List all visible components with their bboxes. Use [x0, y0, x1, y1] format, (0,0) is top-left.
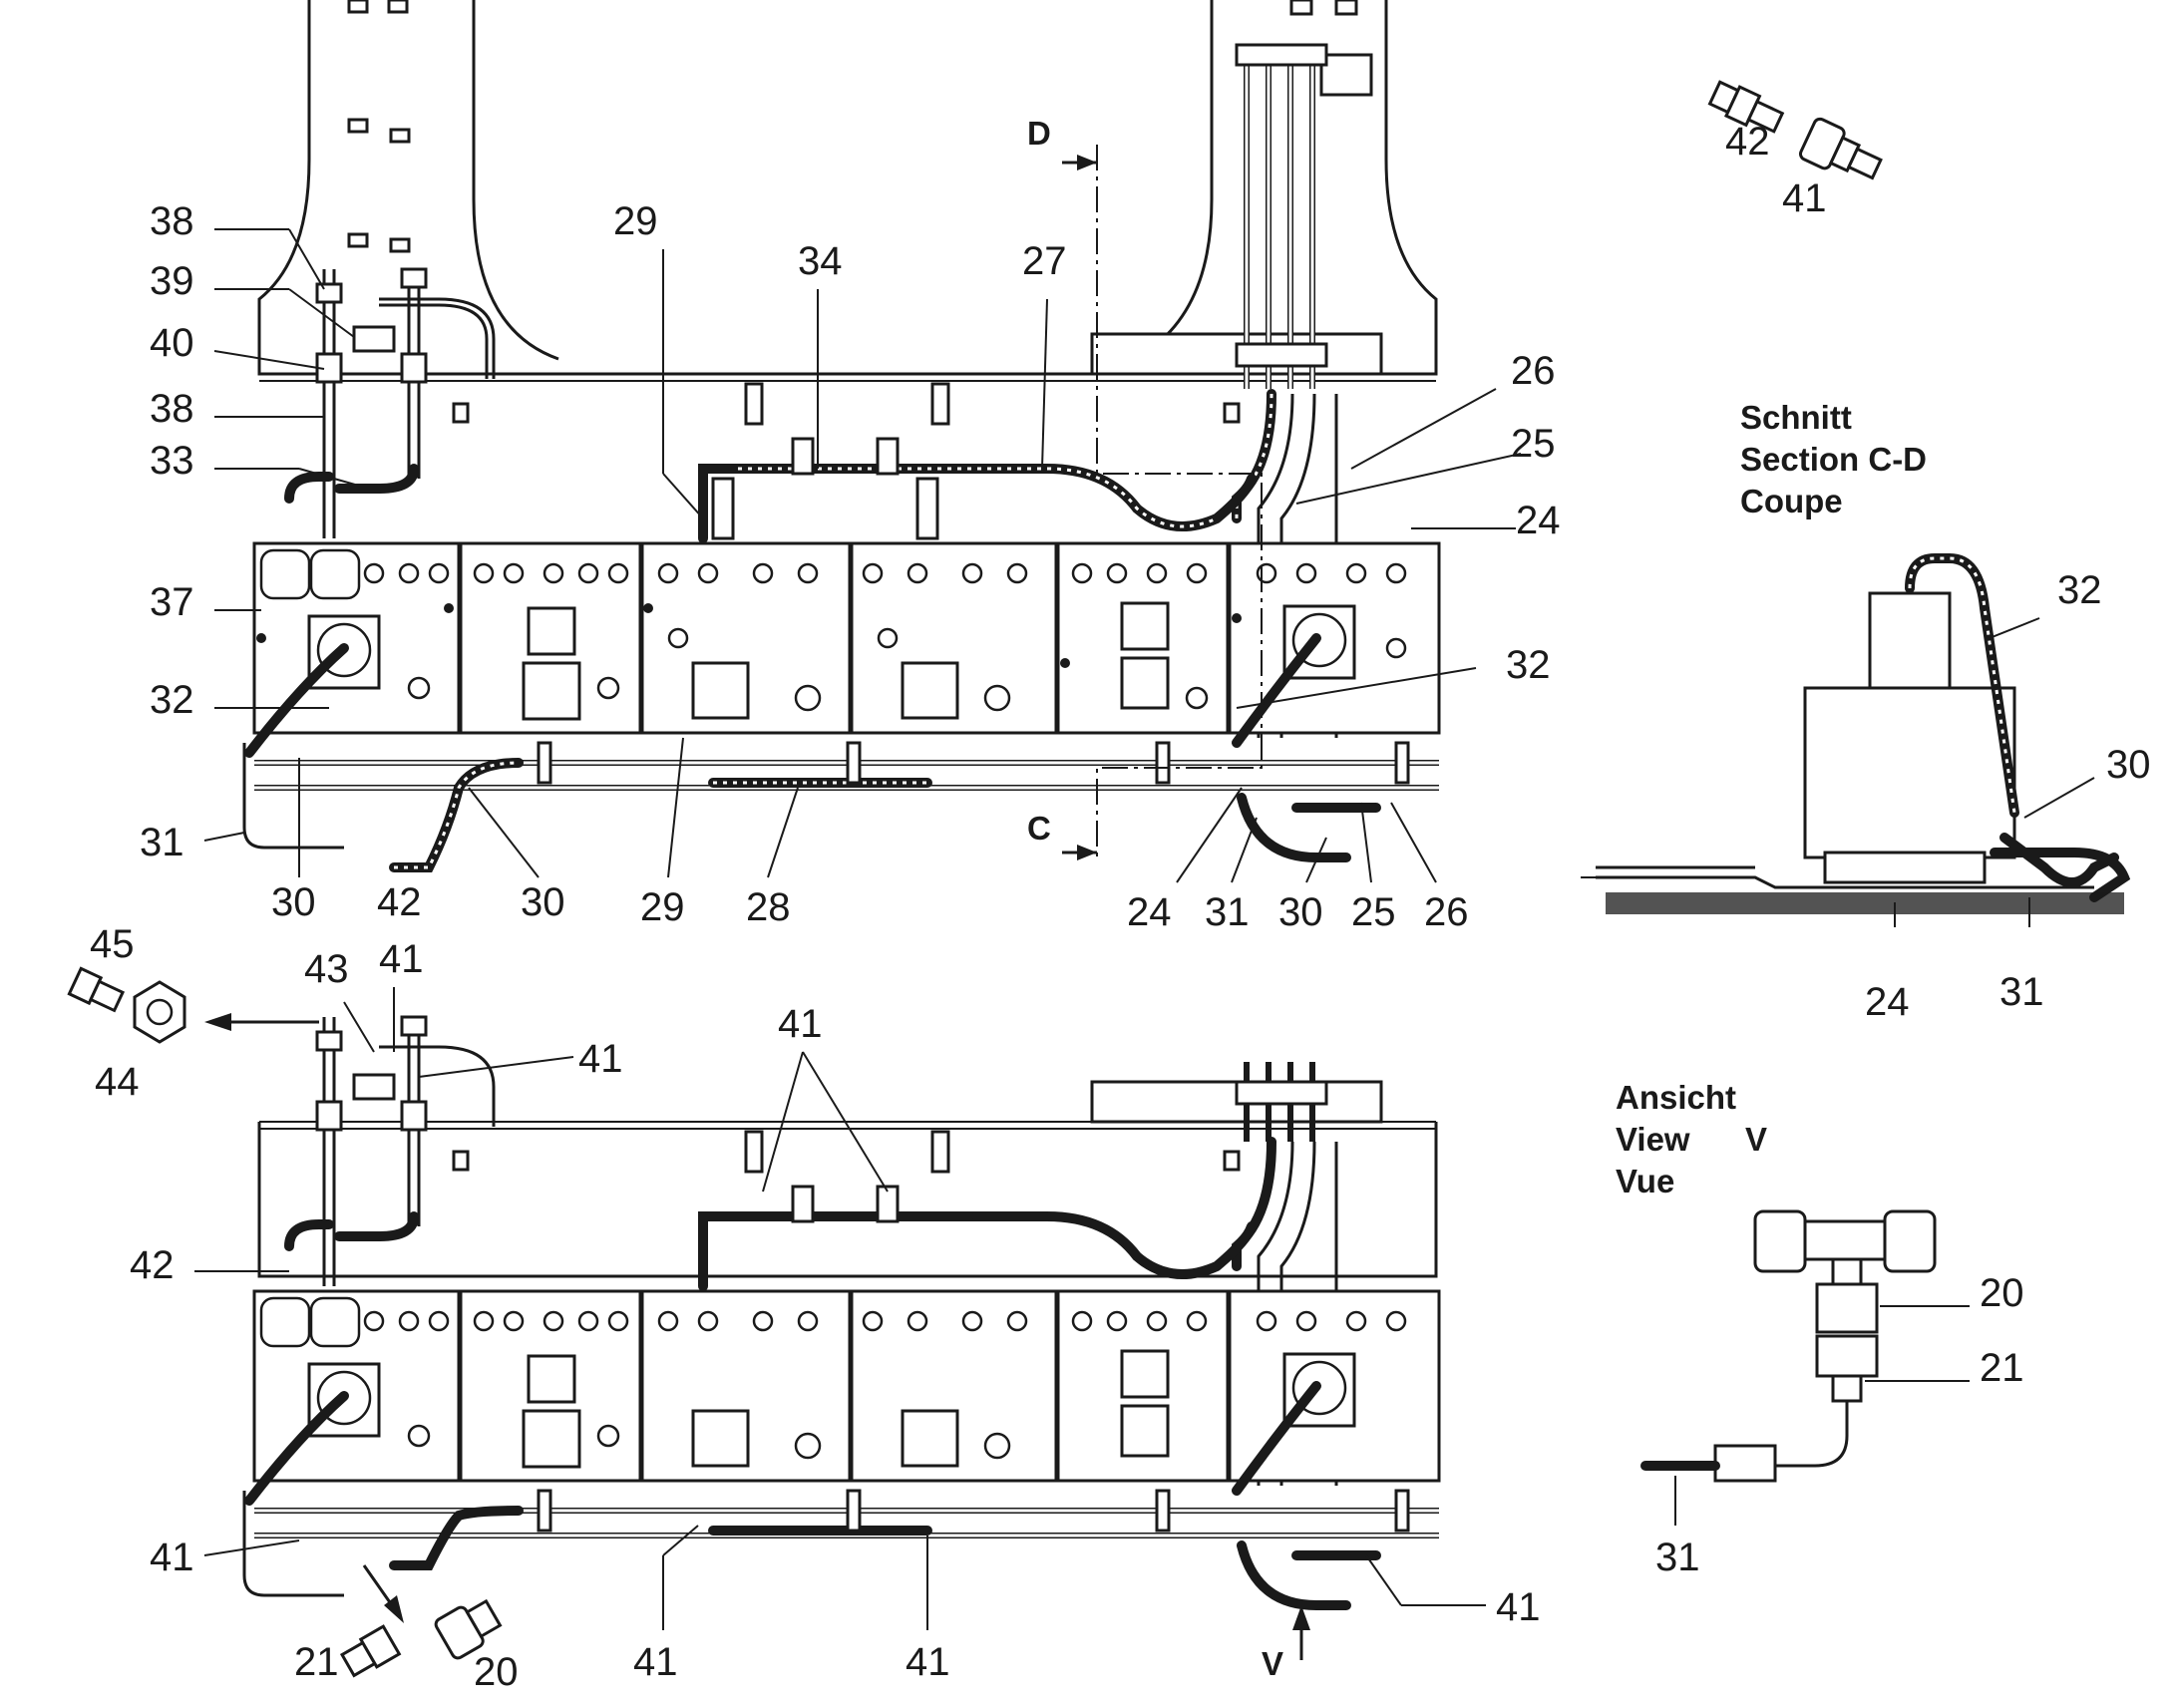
callout-view-20: 20: [1980, 1271, 2024, 1315]
view-v: Ansicht View V Vue 20 21 31: [1616, 1079, 2024, 1579]
callout-45: 45: [90, 922, 135, 966]
callout-view-31: 31: [1655, 1536, 1700, 1579]
section-title-line1: Schnitt: [1740, 399, 1852, 436]
callout-39: 39: [150, 259, 194, 303]
callout-section-24: 24: [1865, 980, 1910, 1024]
callout-42-b: 42: [130, 1243, 175, 1287]
callout-24-a: 24: [1516, 499, 1561, 542]
callout-44: 44: [95, 1060, 140, 1104]
section-marker-d: D: [1027, 115, 1051, 152]
callout-30-a: 30: [271, 880, 316, 924]
section-cd: Schnitt Section C-D Coupe 32 30 24 31: [1581, 399, 2151, 1024]
callout-30-c: 30: [1278, 890, 1323, 934]
callout-25-b: 25: [1351, 890, 1396, 934]
callout-31-a: 31: [140, 821, 184, 864]
callout-21: 21: [294, 1640, 339, 1684]
callout-24-b: 24: [1127, 890, 1172, 934]
callout-32-b: 32: [1506, 643, 1551, 687]
callout-41-a: 41: [379, 937, 424, 981]
upper-callouts: 38 39 40 38 33 37 32 31 30 42 30 29 29 2…: [140, 199, 1561, 934]
callout-42-a: 42: [377, 880, 422, 924]
fittings-left: [67, 966, 503, 1678]
view-title-line1: Ansicht: [1616, 1079, 1736, 1116]
lower-leaders: [194, 987, 1486, 1630]
callout-41-top: 41: [1782, 176, 1827, 220]
callout-32-a: 32: [150, 678, 194, 722]
callout-31-b: 31: [1205, 890, 1250, 934]
callout-37: 37: [150, 580, 194, 624]
lower-assembly: V: [204, 1013, 1441, 1682]
callout-38-a: 38: [150, 199, 194, 243]
callout-20: 20: [474, 1650, 519, 1694]
callout-41-f: 41: [906, 1640, 950, 1684]
callout-30-b: 30: [521, 880, 565, 924]
section-title-line2: Section C-D: [1740, 441, 1927, 478]
callout-43: 43: [304, 947, 349, 991]
callout-33: 33: [150, 439, 194, 483]
callout-25-a: 25: [1511, 422, 1556, 466]
callout-section-31: 31: [1999, 970, 2044, 1014]
view-title-line2: View: [1616, 1121, 1690, 1158]
callout-26-b: 26: [1424, 890, 1469, 934]
callout-41-c: 41: [778, 1002, 823, 1046]
callout-section-30: 30: [2106, 743, 2151, 787]
callout-29-a: 29: [613, 199, 658, 243]
callout-section-32: 32: [2057, 568, 2102, 612]
callout-27: 27: [1022, 239, 1067, 283]
callout-29-b: 29: [640, 885, 685, 929]
section-title-line3: Coupe: [1740, 483, 1843, 519]
section-marker-c: C: [1027, 810, 1051, 847]
callout-26-a: 26: [1511, 349, 1556, 393]
callout-41-g: 41: [1496, 1585, 1541, 1629]
fittings-top-right: 42 41: [1707, 80, 1883, 220]
callout-38-b: 38: [150, 387, 194, 431]
callout-28: 28: [746, 885, 791, 929]
lower-callouts: 45 43 41 44 41 41 42 41 21 20 41 41 41: [90, 922, 1541, 1694]
upper-assembly: D C: [242, 0, 1441, 872]
callout-41-b: 41: [578, 1037, 623, 1081]
view-letter: V: [1745, 1121, 1767, 1158]
callout-view-21: 21: [1980, 1346, 2024, 1390]
callout-42-top: 42: [1725, 120, 1770, 164]
upper-leaders: [203, 228, 1522, 883]
callout-34: 34: [798, 239, 843, 283]
view-title-line3: Vue: [1616, 1163, 1674, 1199]
callout-40: 40: [150, 321, 194, 365]
view-arrow-label: V: [1262, 1645, 1283, 1682]
callout-41-d: 41: [150, 1536, 194, 1579]
callout-41-e: 41: [633, 1640, 678, 1684]
